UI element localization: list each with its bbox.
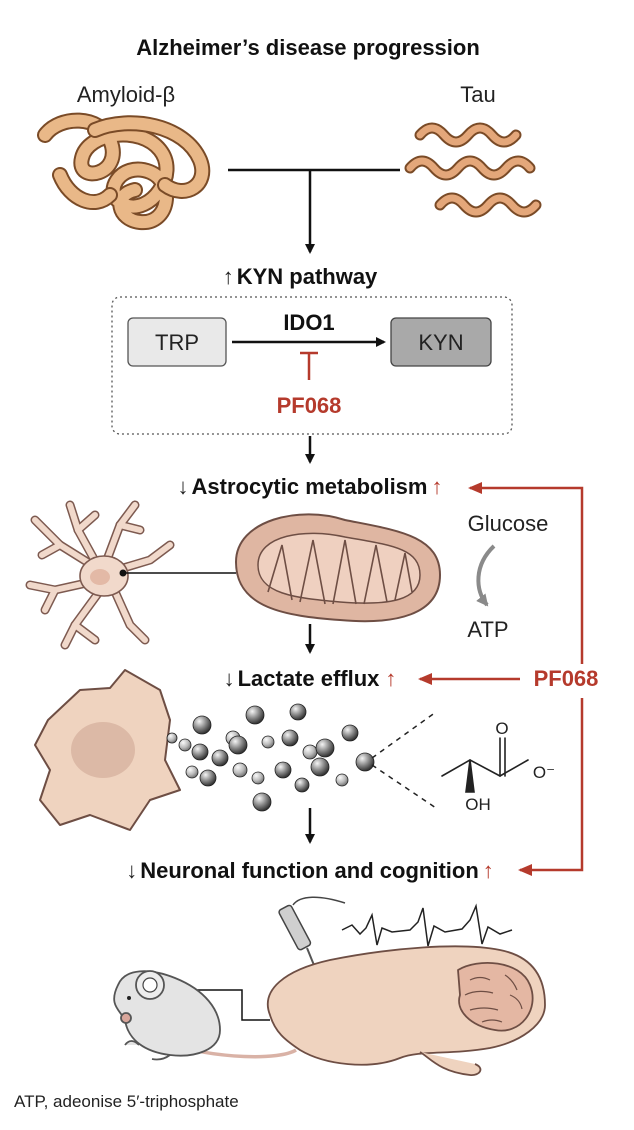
- mouse-to-brain-line: [165, 989, 270, 1021]
- atp-label: ATP: [467, 617, 508, 642]
- lactate-oh-label: OH: [465, 795, 491, 814]
- lactate-down-arrow: ↓: [224, 666, 235, 691]
- kyn-heading: ↑KYN pathway: [223, 264, 378, 289]
- amyloid-label: Amyloid-β: [77, 82, 175, 107]
- kyn-up-arrow: ↑: [223, 264, 234, 289]
- lactate-molecule: [441, 737, 529, 793]
- astro-up-arrow: ↑: [431, 474, 442, 499]
- pf068-drug-label: PF068: [534, 666, 599, 691]
- kyn-pathway-box: [111, 296, 513, 435]
- tau-icon: [404, 122, 542, 218]
- lactate-particles: [166, 703, 375, 812]
- mouse-icon: [113, 970, 297, 1061]
- convergence-connector: [228, 168, 400, 254]
- brain-icon: [267, 945, 546, 1076]
- neuronal-label: Neuronal function and cognition: [140, 858, 479, 883]
- zoom-lines: [371, 711, 437, 809]
- ido1-label: IDO1: [283, 310, 334, 335]
- lactate-heading: ↓Lactate efflux↑: [224, 666, 397, 691]
- astro-label: Astrocytic metabolism: [192, 474, 428, 499]
- tau-label: Tau: [460, 82, 495, 107]
- kyn-box: [390, 317, 492, 367]
- astro-down-arrow: ↓: [178, 474, 189, 499]
- kyn-label: KYN: [418, 330, 463, 355]
- astrocyte-icon: [25, 500, 175, 650]
- mitochondrion-icon: [234, 513, 442, 623]
- glucose-to-atp-arrow: [476, 544, 496, 607]
- electrode-icon: [278, 896, 346, 976]
- trp-label: TRP: [155, 330, 199, 355]
- astrocyte-cell-icon: [34, 669, 181, 831]
- lactate-label: Lactate efflux: [238, 666, 381, 691]
- neuronal-heading: ↓Neuronal function and cognition↑: [126, 858, 494, 883]
- amyloid-beta-icon: [37, 112, 211, 231]
- lactate-ominus-label: O⁻: [533, 763, 555, 782]
- inhibition-symbol: [300, 351, 318, 380]
- eeg-trace-icon: [341, 903, 513, 947]
- neuronal-up-arrow: ↑: [483, 858, 494, 883]
- trp-box: [127, 317, 227, 367]
- glucose-label: Glucose: [468, 511, 549, 536]
- kyn-heading-text: KYN pathway: [237, 264, 378, 289]
- astro-heading: ↓Astrocytic metabolism↑: [178, 474, 443, 499]
- neuronal-down-arrow: ↓: [126, 858, 137, 883]
- lactate-up-arrow: ↑: [385, 666, 396, 691]
- pf068-feedback-paths: [418, 482, 584, 876]
- lactate-o-label: O: [495, 719, 508, 738]
- diagram-title: Alzheimer’s disease progression: [136, 35, 480, 60]
- footnote: ATP, adeonise 5′-triphosphate: [14, 1092, 239, 1111]
- pf068-inhibitor-label: PF068: [277, 393, 342, 418]
